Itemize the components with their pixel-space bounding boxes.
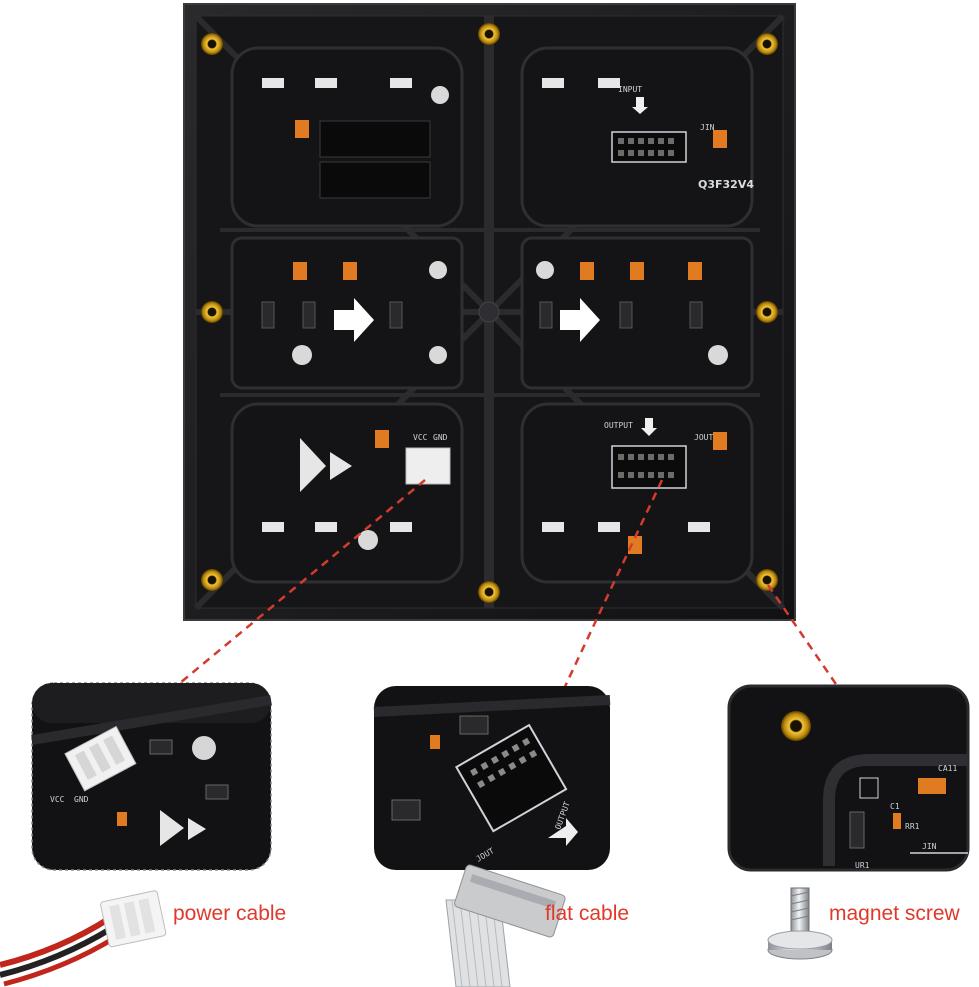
output-arrow-icon bbox=[548, 818, 578, 846]
power-cable-illustration bbox=[0, 890, 167, 987]
jin-silkscreen-label: JIN bbox=[700, 123, 715, 132]
leader-lines bbox=[179, 479, 842, 694]
inset-rr1-label: RR1 bbox=[905, 822, 920, 831]
inset-ur1-label: UR1 bbox=[855, 861, 870, 870]
inset-screw-closeup: CA11 C1 RR1 UR1 JIN bbox=[727, 684, 970, 872]
output-silkscreen-label: OUTPUT bbox=[604, 421, 633, 430]
inset-vcc-label: VCC bbox=[50, 795, 65, 804]
magnet-screw-insert bbox=[756, 569, 778, 591]
inset-flat-connector: OUTPUT JOUT bbox=[373, 686, 611, 870]
esd-warning-icon bbox=[300, 438, 326, 492]
flat-cable-caption: flat cable bbox=[545, 902, 630, 925]
inset-c1-label: C1 bbox=[890, 802, 900, 811]
pcb-pane-top-left bbox=[230, 46, 464, 228]
model-silkscreen-label: Q3F32V4 bbox=[698, 178, 754, 191]
leader-line-power bbox=[179, 479, 426, 684]
pcb-pane-bottom-right: OUTPUT JOUT bbox=[520, 402, 754, 584]
pcb-pane-middle-right bbox=[520, 236, 754, 390]
pcb-pane-bottom-left: VCC GND bbox=[230, 402, 464, 584]
brass-screw-inserts bbox=[201, 23, 778, 603]
inset-gnd-label: GND bbox=[74, 795, 89, 804]
magnet-screw-illustration bbox=[767, 887, 833, 960]
vcc-silkscreen-label: VCC bbox=[413, 433, 428, 442]
pcb-pane-middle-left bbox=[230, 236, 464, 390]
jout-silkscreen-label: JOUT bbox=[694, 433, 713, 442]
direction-arrow-icon bbox=[560, 298, 600, 342]
input-silkscreen-label: INPUT bbox=[618, 85, 642, 94]
output-idc-header bbox=[611, 445, 687, 489]
magnet-screw-caption: magnet screw bbox=[829, 902, 960, 925]
power-cable-caption: power cable bbox=[173, 902, 287, 925]
brass-screw-insert bbox=[781, 711, 811, 741]
center-mount-icon bbox=[478, 301, 500, 323]
power-connector-header bbox=[405, 447, 451, 485]
input-arrow-icon bbox=[632, 97, 648, 114]
flat-cable-illustration bbox=[445, 864, 566, 987]
leader-line-flat bbox=[560, 479, 664, 694]
leader-line-screw bbox=[766, 584, 842, 691]
esd-warning-icon bbox=[160, 810, 184, 846]
gnd-silkscreen-label: GND bbox=[433, 433, 448, 442]
inset-jin-label: JIN bbox=[922, 842, 937, 851]
output-arrow-icon bbox=[641, 418, 657, 436]
inset-power-connector: VCC GND bbox=[31, 682, 272, 871]
direction-arrow-icon bbox=[334, 298, 374, 342]
inset-ca11-label: CA11 bbox=[938, 764, 957, 773]
pcb-pane-top-right: INPUT JIN Q3F32V4 bbox=[520, 46, 754, 228]
